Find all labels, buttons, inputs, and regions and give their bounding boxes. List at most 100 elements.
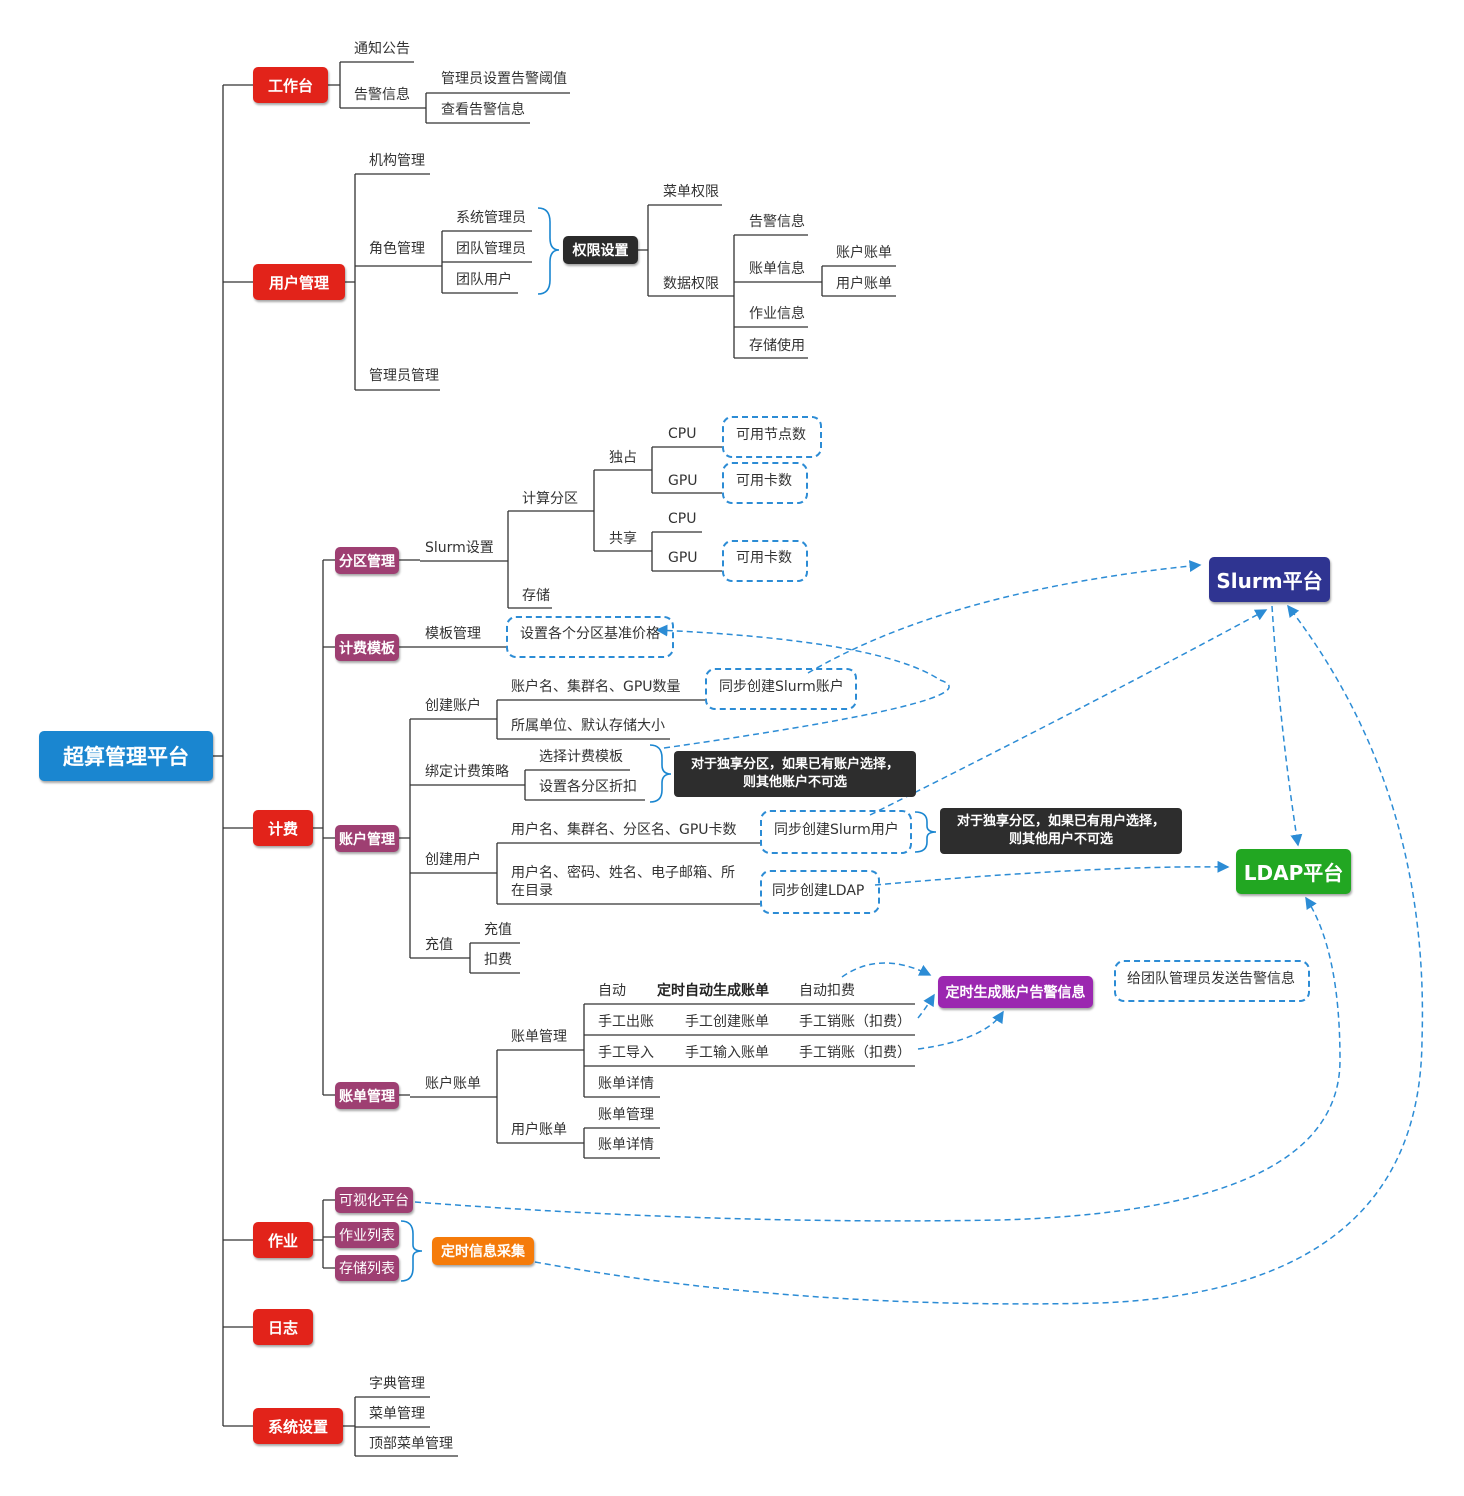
label-manual-create[interactable]: 手工创建账单	[685, 1014, 769, 1030]
label-acct-fields[interactable]: 账户名、集群名、GPU数量	[511, 679, 681, 695]
label-recharge[interactable]: 充值	[425, 937, 453, 953]
label-alert-view[interactable]: 查看告警信息	[441, 102, 525, 118]
label-avail-cards-2[interactable]: 可用卡数	[736, 550, 792, 566]
label-create-account[interactable]: 创建账户	[425, 698, 481, 714]
label-base-price[interactable]: 设置各个分区基准价格	[520, 626, 660, 642]
label-org[interactable]: 机构管理	[369, 153, 425, 169]
box-base-price	[506, 616, 674, 658]
node-template[interactable]: 计费模板	[335, 634, 399, 661]
node-billing[interactable]: 计费	[253, 810, 313, 846]
box-sync-ldap	[760, 870, 880, 914]
label-deduct[interactable]: 扣费	[484, 952, 512, 968]
node-slurm-platform[interactable]: Slurm平台	[1209, 557, 1330, 602]
node-collect[interactable]: 定时信息采集	[432, 1237, 534, 1265]
label-shared[interactable]: 共享	[609, 531, 637, 547]
box-avail-cards-1	[722, 462, 808, 504]
label-bill-detail[interactable]: 账单详情	[598, 1076, 654, 1092]
label-set-discount[interactable]: 设置各分区折扣	[539, 779, 637, 795]
label-cpu-2[interactable]: CPU	[668, 511, 697, 527]
label-notice[interactable]: 通知公告	[354, 41, 410, 57]
label-menu-perm[interactable]: 菜单权限	[663, 184, 719, 200]
label-alert-threshold[interactable]: 管理员设置告警阈值	[441, 71, 567, 87]
box-avail-nodes	[722, 416, 822, 458]
label-job-info[interactable]: 作业信息	[749, 306, 805, 322]
label-storage-use[interactable]: 存储使用	[749, 338, 805, 354]
label-avail-nodes[interactable]: 可用节点数	[736, 427, 806, 443]
label-account-bill[interactable]: 账户账单	[836, 245, 892, 261]
note-exclusive-account: 对于独享分区，如果已有账户选择， 则其他账户不可选	[674, 751, 916, 797]
box-sync-slurm-user	[760, 810, 912, 854]
label-sys-admin[interactable]: 系统管理员	[456, 210, 526, 226]
node-storage-list[interactable]: 存储列表	[335, 1255, 399, 1281]
label-user-bill[interactable]: 用户账单	[836, 276, 892, 292]
label-compute-partition[interactable]: 计算分区	[522, 491, 578, 507]
label-user-profile[interactable]: 用户名、密码、姓名、电子邮箱、所在目录	[511, 865, 735, 899]
label-recharge-item[interactable]: 充值	[484, 922, 512, 938]
node-visual[interactable]: 可视化平台	[335, 1187, 413, 1213]
label-auto-gen[interactable]: 定时自动生成账单	[657, 983, 769, 999]
label-team-user[interactable]: 团队用户	[456, 272, 512, 288]
label-cpu-1[interactable]: CPU	[668, 426, 697, 442]
label-alert-info[interactable]: 告警信息	[749, 214, 805, 230]
note2-line2: 则其他用户不可选	[1008, 832, 1113, 847]
label-user-fields[interactable]: 用户名、集群名、分区名、GPU卡数	[511, 822, 737, 838]
label-create-user[interactable]: 创建用户	[425, 852, 481, 868]
label-menu[interactable]: 菜单管理	[369, 1406, 425, 1422]
box-avail-cards-2	[722, 540, 808, 582]
label-user-bill-2[interactable]: 用户账单	[511, 1122, 567, 1138]
label-send-alert[interactable]: 给团队管理员发送告警信息	[1127, 971, 1295, 987]
label-bill-info[interactable]: 账单信息	[749, 261, 805, 277]
label-sync-slurm-account[interactable]: 同步创建Slurm账户	[719, 679, 844, 695]
node-bill[interactable]: 账单管理	[335, 1082, 399, 1109]
label-template-mgmt[interactable]: 模板管理	[425, 626, 481, 642]
label-gpu-1[interactable]: GPU	[668, 473, 698, 489]
label-dict[interactable]: 字典管理	[369, 1376, 425, 1392]
label-role[interactable]: 角色管理	[369, 241, 425, 257]
label-exclusive[interactable]: 独占	[609, 450, 637, 466]
label-manual-input[interactable]: 手工输入账单	[685, 1045, 769, 1061]
node-account[interactable]: 账户管理	[335, 825, 399, 852]
label-choose-template[interactable]: 选择计费模板	[539, 749, 623, 765]
node-job[interactable]: 作业	[253, 1222, 313, 1258]
node-partition[interactable]: 分区管理	[335, 547, 399, 574]
label-bill-mgmt[interactable]: 账单管理	[511, 1029, 567, 1045]
node-user-mgmt[interactable]: 用户管理	[253, 264, 345, 300]
node-system[interactable]: 系统设置	[253, 1408, 343, 1444]
node-workbench[interactable]: 工作台	[253, 67, 328, 103]
label-manual-writeoff-2[interactable]: 手工销账（扣费）	[799, 1045, 911, 1061]
label-admin-mgmt[interactable]: 管理员管理	[369, 368, 439, 384]
node-log[interactable]: 日志	[253, 1309, 313, 1345]
label-unit-storage[interactable]: 所属单位、默认存储大小	[511, 718, 665, 734]
box-send-alert	[1114, 960, 1310, 1002]
label-ub-mgmt[interactable]: 账单管理	[598, 1107, 654, 1123]
label-gpu-2[interactable]: GPU	[668, 550, 698, 566]
label-top-menu[interactable]: 顶部菜单管理	[369, 1436, 453, 1452]
label-sync-ldap[interactable]: 同步创建LDAP	[772, 883, 865, 899]
label-manual-import[interactable]: 手工导入	[598, 1045, 654, 1061]
label-team-admin[interactable]: 团队管理员	[456, 241, 526, 257]
node-perm[interactable]: 权限设置	[563, 236, 638, 264]
note2-line1: 对于独享分区，如果已有用户选择，	[956, 814, 1165, 829]
node-alert-gen[interactable]: 定时生成账户告警信息	[938, 976, 1093, 1008]
label-storage[interactable]: 存储	[522, 588, 550, 604]
label-alert[interactable]: 告警信息	[354, 87, 410, 103]
label-sync-slurm-user[interactable]: 同步创建Slurm用户	[774, 822, 899, 838]
box-sync-slurm-account	[705, 668, 857, 710]
note1-line2: 则其他账户不可选	[742, 775, 847, 790]
root-node[interactable]: 超算管理平台	[39, 731, 213, 781]
label-avail-cards-1[interactable]: 可用卡数	[736, 473, 792, 489]
node-job-list[interactable]: 作业列表	[335, 1222, 399, 1248]
node-ldap-platform[interactable]: LDAP平台	[1236, 849, 1351, 894]
label-auto[interactable]: 自动	[598, 983, 626, 999]
note1-line1: 对于独享分区，如果已有账户选择，	[690, 757, 899, 772]
label-ub-detail[interactable]: 账单详情	[598, 1137, 654, 1153]
label-manual-writeoff-1[interactable]: 手工销账（扣费）	[799, 1014, 911, 1030]
label-manual-issue[interactable]: 手工出账	[598, 1014, 654, 1030]
label-data-perm[interactable]: 数据权限	[663, 276, 719, 292]
note-exclusive-user: 对于独享分区，如果已有用户选择， 则其他用户不可选	[940, 808, 1182, 854]
label-account-bill-2[interactable]: 账户账单	[425, 1076, 481, 1092]
label-bind-policy[interactable]: 绑定计费策略	[425, 764, 509, 780]
label-slurm-settings[interactable]: Slurm设置	[425, 540, 494, 556]
label-auto-deduct[interactable]: 自动扣费	[799, 983, 855, 999]
